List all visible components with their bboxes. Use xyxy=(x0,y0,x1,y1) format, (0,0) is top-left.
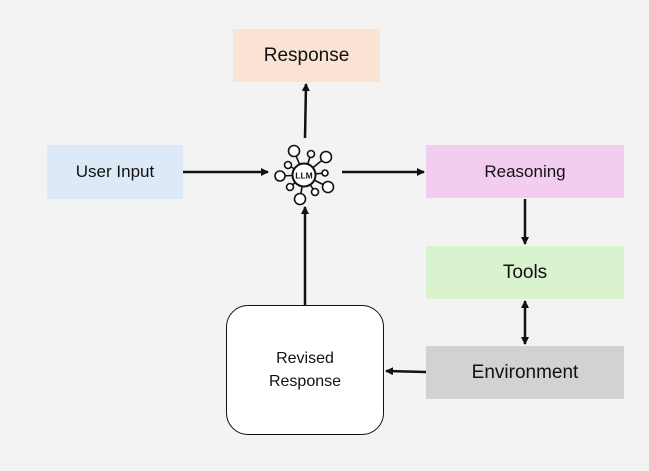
user-input-node: User Input xyxy=(47,145,183,199)
environment-node: Environment xyxy=(426,346,624,399)
response-label: Response xyxy=(263,44,350,66)
reasoning-node: Reasoning xyxy=(426,145,624,198)
arrow-llm-to-response xyxy=(301,83,310,139)
response-node: Response xyxy=(233,29,380,82)
environment-label: Environment xyxy=(471,361,579,383)
revised-response-label-line2: Response xyxy=(268,373,342,390)
user-input-label: User Input xyxy=(75,162,155,181)
neural-network-icon xyxy=(274,144,335,206)
reasoning-label: Reasoning xyxy=(484,161,566,181)
revised-response-label-line1: Revised xyxy=(276,349,334,367)
llm-label: LLM xyxy=(295,171,312,181)
tools-node: Tools xyxy=(426,246,624,299)
arrow-environment-to-revised xyxy=(385,367,427,376)
revised-response-node: Revised Response xyxy=(226,305,384,435)
tools-label: Tools xyxy=(502,261,548,283)
